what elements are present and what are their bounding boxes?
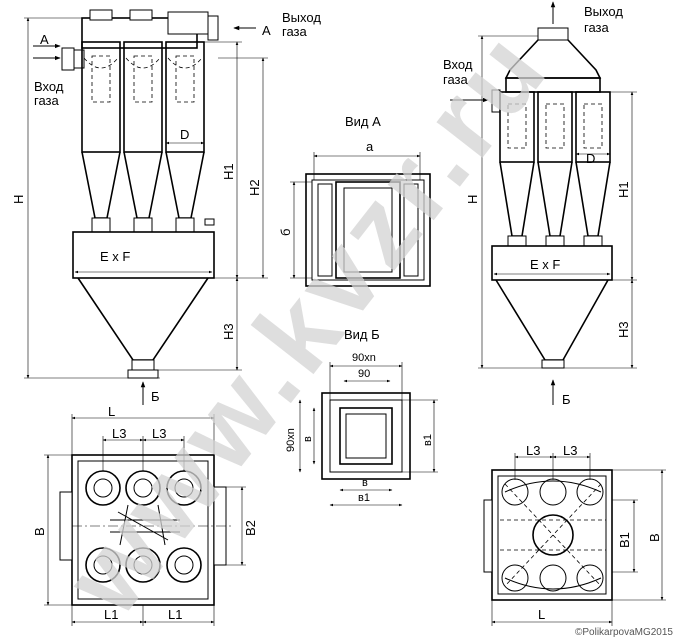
left-plan: [44, 414, 246, 626]
view-b-dim-pitch-n-vertical: 90xn: [285, 428, 297, 452]
dim-B-right-plan: B: [647, 533, 662, 542]
dim-L-right-plan: L: [538, 607, 546, 622]
view-b-dim-pitch-n: 90xn: [352, 352, 376, 364]
dim-H1-left: H1: [221, 163, 236, 180]
dim-ExF-right: E x F: [530, 257, 561, 272]
dim-D-left: D: [180, 127, 190, 142]
dim-L-left-plan: L: [108, 404, 116, 419]
gas-outlet-label-line1: Выход: [282, 10, 321, 25]
view-b-dim-v1-vertical: в1: [422, 434, 434, 446]
dim-L1-left-a: L1: [104, 607, 119, 622]
right-plan: [483, 453, 666, 626]
dim-L1-left-b: L1: [168, 607, 183, 622]
view-b-dim-v-vertical: в: [302, 436, 314, 442]
dim-L3-right-b: L3: [563, 443, 578, 458]
right-gas-inlet-line1: Вход: [443, 57, 473, 72]
arrow-a-left-label: А: [40, 32, 49, 47]
view-a: [290, 152, 431, 287]
right-elevation: [450, 1, 637, 405]
right-gas-inlet-line2: газа: [443, 72, 468, 87]
dim-H3-left: H3: [221, 323, 236, 340]
dim-H3-right: H3: [616, 321, 631, 338]
view-b-dim-pitch: 90: [358, 368, 371, 380]
view-b-dim-v1: в1: [358, 492, 370, 504]
dim-B1-right-plan: B1: [617, 532, 632, 548]
right-gas-outlet-line2: газа: [584, 20, 609, 35]
gas-inlet-label-line2: газа: [34, 93, 59, 108]
dim-H1-right: H1: [616, 181, 631, 198]
dim-D-right: D: [586, 151, 596, 166]
arrow-b-label-left: Б: [151, 389, 160, 404]
arrow-b-label-right: Б: [562, 392, 571, 407]
dim-B-left-plan: B: [32, 527, 47, 536]
dim-ExF-left: E x F: [100, 249, 131, 264]
dim-H2-left: H2: [247, 179, 262, 196]
dim-H-left: H: [11, 194, 26, 204]
left-elevation: [24, 9, 268, 405]
view-a-dim-b: б: [278, 228, 293, 236]
copyright-text: ©PolikarpovaMG2015: [575, 627, 673, 638]
view-a-title: Вид А: [345, 114, 381, 129]
arrow-a-right-label: А: [262, 23, 271, 38]
gas-inlet-label-line1: Вход: [34, 79, 64, 94]
view-b: [298, 362, 438, 507]
view-a-dim-a: а: [366, 139, 374, 154]
view-b-title: Вид Б: [344, 327, 380, 342]
right-gas-outlet-line1: Выход: [584, 4, 623, 19]
dim-L3-right-a: L3: [526, 443, 541, 458]
dim-H-right: H: [465, 194, 480, 204]
dim-L3-left-a: L3: [112, 426, 127, 441]
dim-L3-left-b: L3: [152, 426, 167, 441]
gas-outlet-label-line2: газа: [282, 24, 307, 39]
dim-B2-left-plan: B2: [243, 520, 258, 536]
view-b-dim-v: в: [362, 477, 368, 489]
